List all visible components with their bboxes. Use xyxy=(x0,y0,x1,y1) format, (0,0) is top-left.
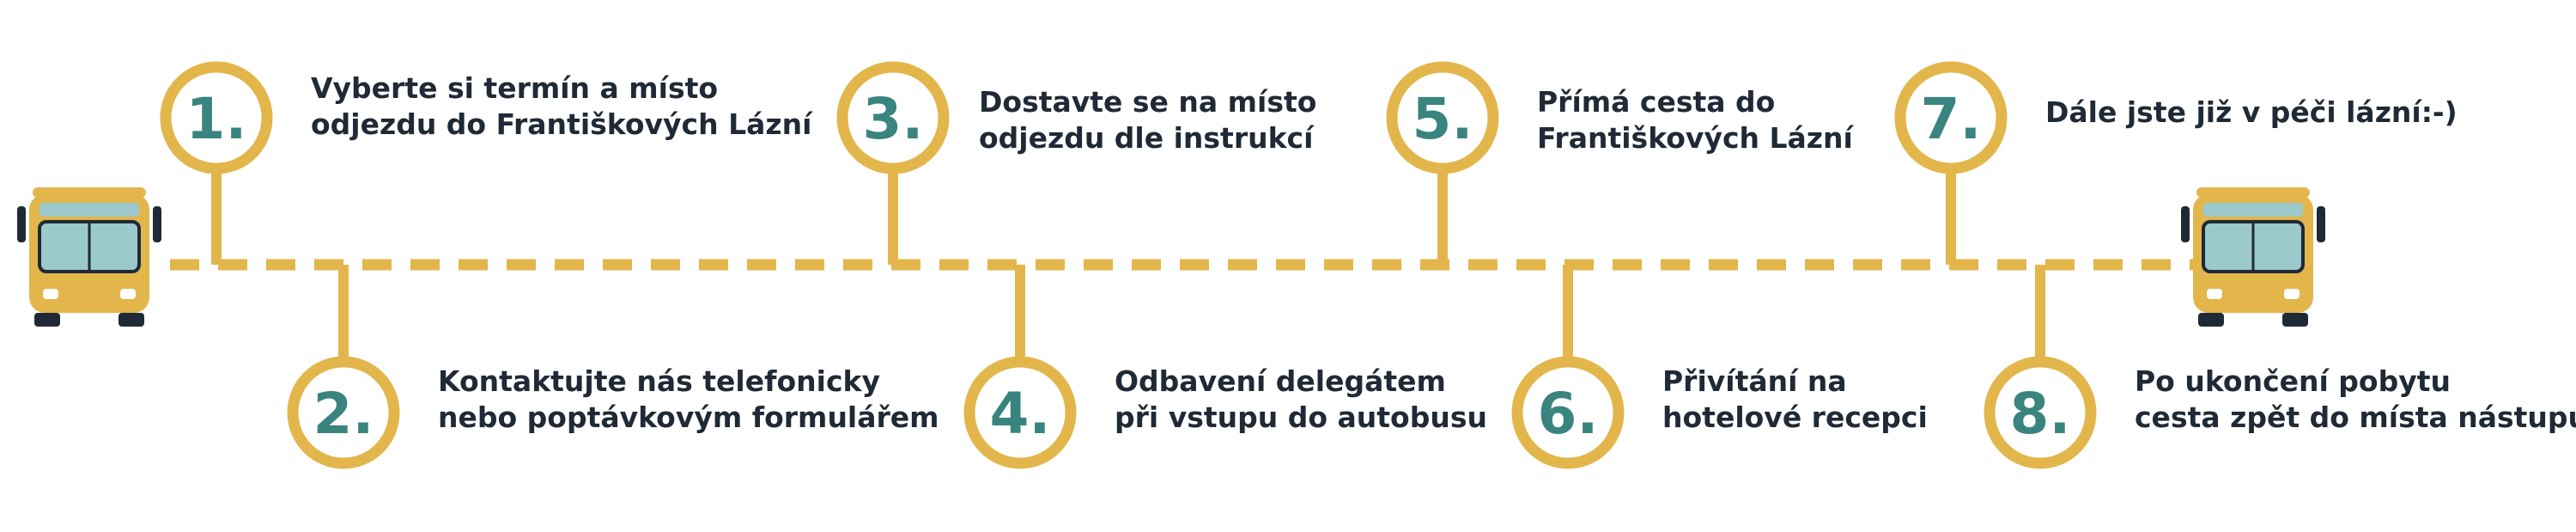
step-text-line: Přímá cesta do xyxy=(1537,85,1776,119)
step-circle xyxy=(287,356,400,469)
step-text-line: Dále jste již v péči lázní:-) xyxy=(2045,95,2458,129)
step-number: 5. xyxy=(1413,86,1473,152)
step-text-line: Přivítání na xyxy=(1662,364,1847,398)
step-number: 8. xyxy=(2010,381,2071,447)
step-text-7: Dále jste již v péči lázní:-) xyxy=(2045,95,2458,131)
step-marker-6: 6. xyxy=(1511,265,1625,469)
step-text-line: odjezdu dle instrukcí xyxy=(979,121,1314,155)
step-markers: 1. 2. 3. 4. 5. 6. 7. 8. xyxy=(160,61,2097,469)
bus-front-icon xyxy=(2181,187,2325,327)
step-text-line: Františkových Lázní xyxy=(1537,121,1853,155)
step-circle xyxy=(1984,356,2097,469)
step-text-line: nebo poptávkovým formulářem xyxy=(438,401,939,434)
step-text-line: cesta zpět do místa nástupu xyxy=(2135,401,2576,434)
step-marker-2: 2. xyxy=(287,265,400,469)
step-circle xyxy=(836,61,950,174)
step-text-line: Po ukončení pobytu xyxy=(2135,364,2451,398)
step-number: 4. xyxy=(990,381,1051,447)
step-number: 3. xyxy=(863,86,924,152)
step-number: 1. xyxy=(186,86,247,152)
step-text-line: Kontaktujte nás telefonicky xyxy=(438,364,880,398)
step-number: 7. xyxy=(1921,86,1982,152)
step-text-line: při vstupu do autobusu xyxy=(1115,401,1487,434)
step-text-line: Odbavení delegátem xyxy=(1115,364,1446,398)
step-marker-8: 8. xyxy=(1984,265,2097,469)
step-marker-4: 4. xyxy=(963,265,1077,469)
step-circle xyxy=(1894,61,2008,174)
step-marker-5: 5. xyxy=(1386,61,1499,265)
step-circle xyxy=(963,356,1077,469)
step-text-line: odjezdu do Františkových Lázní xyxy=(311,107,812,141)
step-text-line: Dostavte se na místo xyxy=(979,85,1317,119)
step-circle xyxy=(1386,61,1499,174)
bus-front-icon xyxy=(17,187,161,327)
step-circle xyxy=(160,61,273,174)
step-marker-3: 3. xyxy=(836,61,950,265)
step-number: 2. xyxy=(313,381,374,447)
step-text-line: Vyberte si termín a místo xyxy=(311,71,719,105)
step-circle xyxy=(1511,356,1625,469)
step-number: 6. xyxy=(1538,381,1599,447)
step-marker-1: 1. xyxy=(160,61,273,265)
step-text-line: hotelové recepci xyxy=(1662,401,1928,434)
step-marker-7: 7. xyxy=(1894,61,2008,265)
